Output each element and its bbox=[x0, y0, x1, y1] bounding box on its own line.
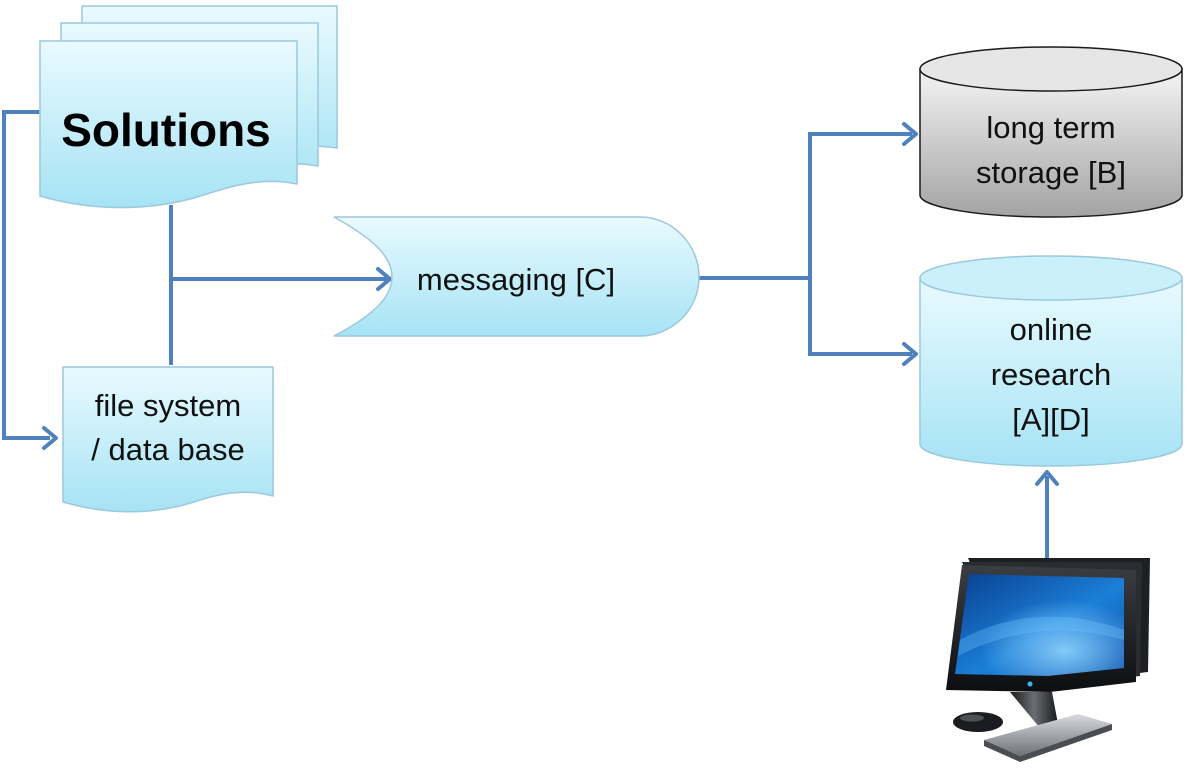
online-research-label-line3: [A][D] bbox=[1012, 402, 1090, 437]
monitor-screen-glow bbox=[955, 574, 1124, 676]
long-term-storage-body bbox=[919, 68, 1183, 218]
arrowhead-messaging bbox=[376, 267, 392, 291]
solutions-doc-front bbox=[39, 40, 298, 209]
online-research-label-line2: research bbox=[991, 357, 1112, 392]
messaging-node: messaging [C] bbox=[333, 216, 700, 337]
desktop-computer-icon bbox=[946, 558, 1150, 762]
solutions-node: Solutions bbox=[39, 5, 338, 209]
file-system-label-line1: file system bbox=[95, 388, 241, 423]
arrowhead-online-research bbox=[902, 342, 918, 366]
file-system-shape bbox=[62, 366, 274, 513]
online-research-body bbox=[919, 277, 1183, 467]
long-term-storage-label-line2: storage [B] bbox=[976, 155, 1126, 190]
messaging-shape bbox=[333, 216, 700, 337]
file-system-label-line2: / data base bbox=[91, 432, 244, 467]
long-term-storage-node: long term storage [B] bbox=[919, 46, 1183, 218]
monitor-screen-swoosh bbox=[958, 616, 1124, 656]
mouse-highlight bbox=[960, 714, 984, 722]
online-research-label-line1: online bbox=[1010, 312, 1093, 347]
online-research-node: online research [A][D] bbox=[919, 255, 1183, 467]
connector-solutions-to-file-system bbox=[2, 110, 50, 440]
monitor-stand-neck bbox=[1010, 692, 1058, 728]
connector-to-online-research bbox=[808, 278, 912, 356]
arrowhead-long-term-storage bbox=[902, 122, 918, 146]
arrowhead-file-system bbox=[42, 426, 58, 450]
online-research-top bbox=[919, 255, 1183, 301]
monitor-stand-base bbox=[984, 714, 1112, 756]
connectors bbox=[2, 110, 1059, 560]
connector-to-long-term-storage bbox=[808, 132, 912, 354]
solutions-label: Solutions bbox=[61, 104, 271, 156]
long-term-storage-top bbox=[919, 46, 1183, 92]
messaging-label: messaging [C] bbox=[417, 262, 615, 297]
long-term-storage-label-line1: long term bbox=[986, 110, 1115, 145]
file-system-node: file system / data base bbox=[62, 366, 274, 513]
monitor-power-led bbox=[1027, 681, 1033, 687]
arrowhead-computer-up bbox=[1035, 470, 1059, 486]
